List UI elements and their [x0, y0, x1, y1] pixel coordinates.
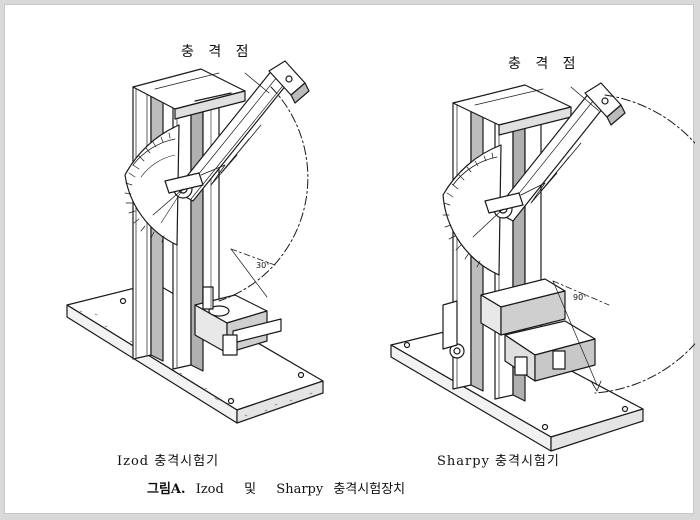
sharpy-top-beam — [453, 85, 571, 135]
izod-specimen-vise — [195, 287, 281, 355]
page-frame: 충 격 점 30° Izod 충격시험기 충 격 점 90° Sharpy 충격… — [4, 4, 694, 514]
izod-angle-scale — [125, 125, 179, 245]
sharpy-swing-path — [595, 95, 695, 393]
figure-number: 그림A. — [147, 482, 186, 497]
sharpy-angle-label: 90° — [573, 293, 588, 302]
izod-tester-drawing — [67, 61, 323, 423]
izod-top-beam — [133, 69, 245, 119]
impact-tester-illustration — [5, 5, 695, 515]
izod-caption: Izod 충격시험기 — [117, 454, 220, 469]
sharpy-tester-drawing — [391, 83, 695, 451]
sharpy-pendulum-arm — [473, 83, 625, 237]
sharpy-impact-point-label: 충 격 점 — [508, 56, 581, 72]
izod-swing-path — [219, 87, 308, 301]
sharpy-angle-scale — [443, 145, 501, 275]
izod-angle-label: 30° — [256, 261, 271, 270]
sharpy-anvil — [443, 279, 595, 381]
izod-pendulum-arm — [153, 61, 309, 223]
izod-impact-point-label: 충 격 점 — [181, 44, 254, 60]
figure-caption-text: Izod 및 Sharpy 충격시험장치 — [195, 482, 406, 497]
figure-caption: 그림A. Izod 및 Sharpy 충격시험장치 — [147, 478, 405, 497]
sharpy-caption: Sharpy 충격시험기 — [437, 454, 560, 469]
